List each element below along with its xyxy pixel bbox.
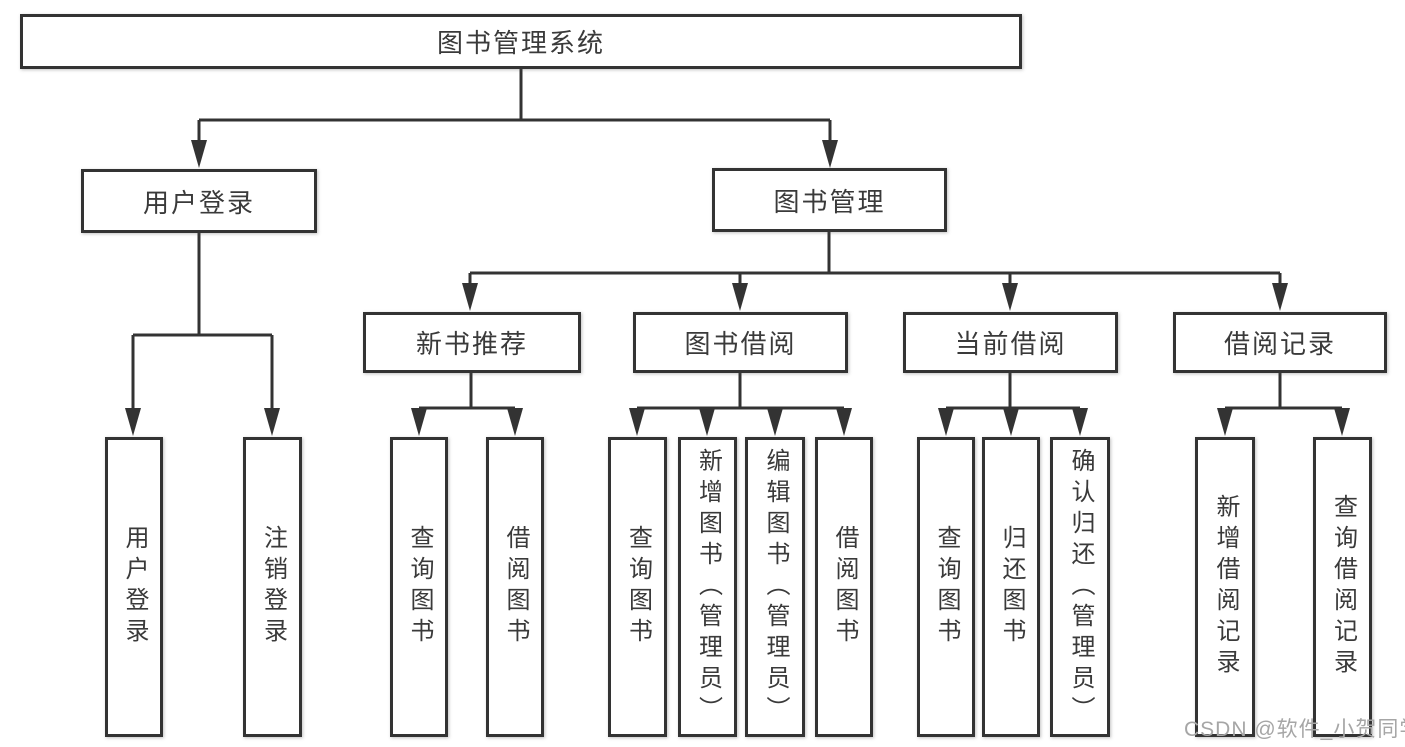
leaf-newbooks-query: 查询图书: [390, 437, 448, 737]
leaf-borrowing-borrow: 借阅图书: [815, 437, 873, 737]
leaf-records-query-label: 查询借阅记录: [1329, 494, 1357, 680]
leaf-current-return: 归还图书: [982, 437, 1040, 737]
node-user-login-label: 用户登录: [142, 187, 255, 218]
node-user-login: 用户登录: [81, 169, 317, 233]
node-book-borrowing: 图书借阅: [633, 312, 848, 373]
leaf-user-login: 用户登录: [105, 437, 163, 737]
leaf-borrowing-query: 查询图书: [608, 437, 667, 737]
leaf-current-query-label: 查询图书: [933, 525, 960, 649]
node-borrowing-records: 借阅记录: [1173, 312, 1387, 373]
leaf-current-query: 查询图书: [917, 437, 975, 737]
leaf-records-add: 新增借阅记录: [1195, 437, 1255, 737]
node-new-book-recommend-label: 新书推荐: [415, 329, 528, 359]
leaf-borrowing-add-admin-label: 新增图书（管理员）: [694, 447, 722, 727]
leaf-borrowing-borrow-label: 借阅图书: [831, 525, 858, 649]
leaf-borrowing-query-label: 查询图书: [624, 525, 652, 649]
leaf-current-confirm-return-admin-label: 确认归还（管理员）: [1067, 447, 1094, 727]
node-current-borrowing-label: 当前借阅: [954, 329, 1067, 359]
node-book-management-label: 图书管理: [773, 186, 886, 217]
leaf-borrowing-add-admin: 新增图书（管理员）: [678, 437, 737, 737]
leaf-borrowing-edit-admin: 编辑图书（管理员）: [745, 437, 805, 737]
leaf-user-login-label: 用户登录: [121, 525, 148, 649]
leaf-logout: 注销登录: [243, 437, 302, 737]
leaf-newbooks-query-label: 查询图书: [406, 525, 433, 649]
leaf-current-confirm-return-admin: 确认归还（管理员）: [1050, 437, 1110, 737]
leaf-newbooks-borrow-label: 借阅图书: [502, 525, 529, 649]
leaf-newbooks-borrow: 借阅图书: [486, 437, 544, 737]
node-borrowing-records-label: 借阅记录: [1223, 329, 1336, 359]
leaf-records-add-label: 新增借阅记录: [1212, 494, 1239, 680]
node-current-borrowing: 当前借阅: [903, 312, 1118, 373]
node-root: 图书管理系统: [20, 14, 1022, 69]
leaf-borrowing-edit-admin-label: 编辑图书（管理员）: [762, 447, 789, 727]
node-book-borrowing-label: 图书借阅: [684, 329, 797, 359]
node-book-management: 图书管理: [712, 168, 947, 232]
node-new-book-recommend: 新书推荐: [363, 312, 581, 373]
leaf-current-return-label: 归还图书: [998, 525, 1025, 649]
csdn-watermark: CSDN @软件_小贺同学: [1184, 718, 1405, 741]
leaf-records-query: 查询借阅记录: [1313, 437, 1372, 737]
leaf-logout-label: 注销登录: [259, 525, 287, 649]
node-root-label: 图书管理系统: [436, 28, 605, 58]
